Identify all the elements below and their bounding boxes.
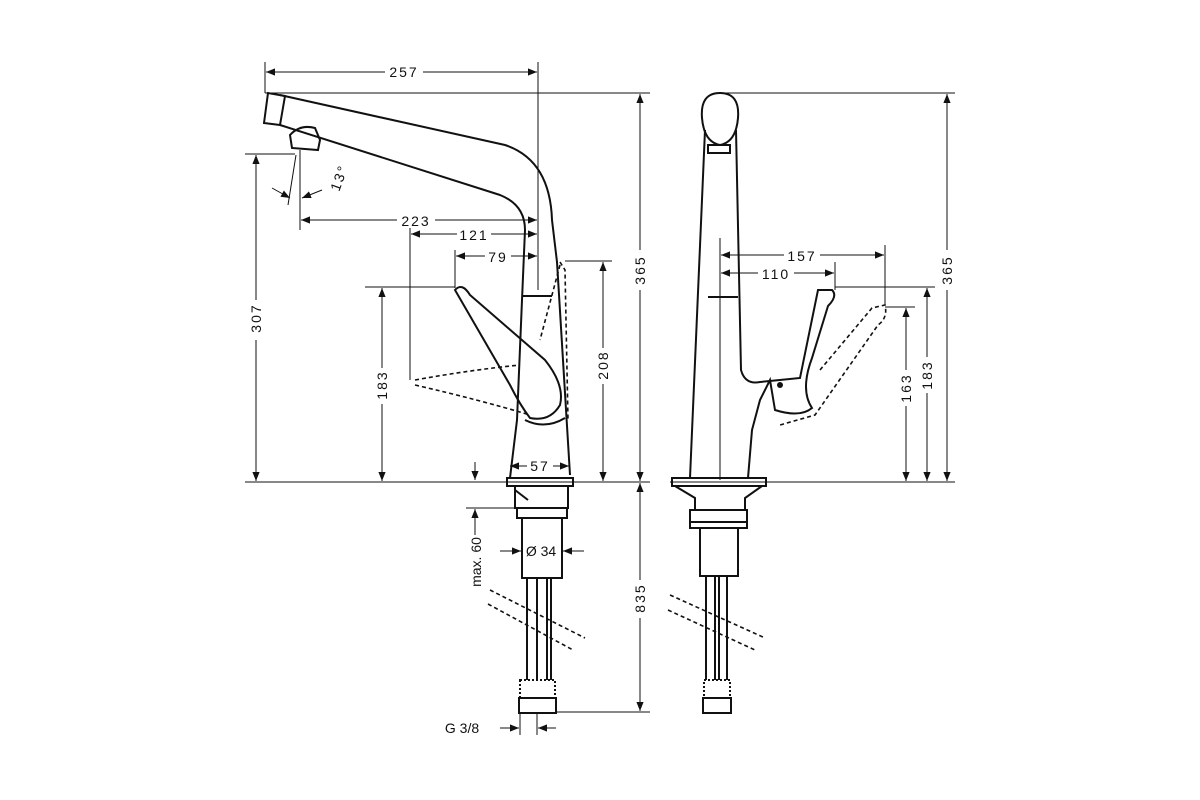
dim-front-total-height: 365 — [939, 255, 955, 284]
dim-front-lever-reach: 110 — [762, 266, 790, 282]
dim-lever-height: 183 — [374, 370, 390, 399]
front-view-labels: 157 110 163 183 365 — [758, 247, 955, 406]
dim-max-thickness: max. 60 — [468, 537, 484, 587]
dim-front-lever-height: 183 — [919, 360, 935, 389]
dim-body-height: 208 — [595, 350, 611, 379]
dim-reach-aerator: 223 — [401, 213, 430, 229]
dim-lever-reach-open: 121 — [459, 227, 488, 243]
side-view-faucet — [245, 62, 650, 735]
dim-reach-total: 257 — [389, 64, 418, 80]
dim-front-lever-height-open: 163 — [898, 373, 914, 402]
dim-connection: G 3/8 — [445, 720, 479, 736]
dim-angle: 13° — [327, 162, 351, 193]
dim-total-height: 365 — [632, 255, 648, 284]
dim-hole-diameter: Ø 34 — [526, 543, 557, 559]
dim-base-width: 57 — [530, 458, 550, 474]
dim-lever-reach: 79 — [488, 249, 508, 265]
dim-hose-length: 835 — [632, 583, 648, 612]
side-view-labels: 257 223 121 79 13° 307 183 208 365 57 ma… — [248, 63, 648, 736]
dim-front-lever-reach-open: 157 — [787, 248, 816, 264]
dim-aerator-height: 307 — [248, 303, 264, 332]
